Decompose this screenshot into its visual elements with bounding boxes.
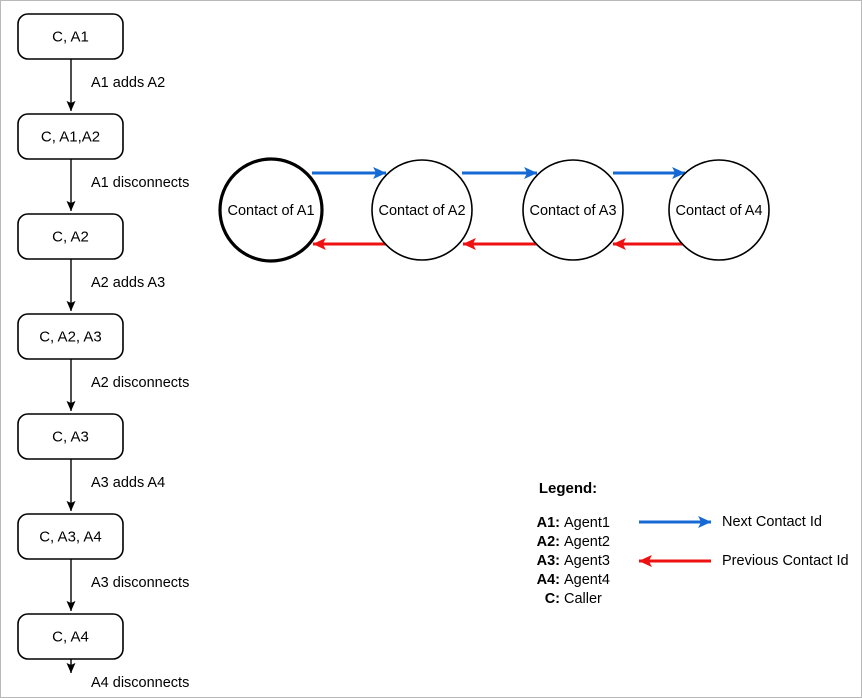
legend-entry-value: Agent1 [564,515,610,531]
state-box-label: C, A1,A2 [41,128,100,145]
contact-node[interactable] [522,159,624,261]
legend-entry-value: Agent3 [564,553,610,569]
legend-entry-value: Caller [564,591,602,607]
state-box-label: C, A4 [52,628,89,645]
contact-chain: Contact of A1 Contact of A2 Contact of A3 C… [218,157,770,263]
state-box-label: C, A2 [52,228,89,245]
state-box-label: C, A3, A4 [39,528,102,545]
contact-node-label: Contact of A1 [227,203,314,219]
state-box-label: C, A1 [52,28,89,45]
legend-entry-value: Agent4 [564,572,610,588]
state-box[interactable] [17,513,124,560]
contact-node-label: Contact of A2 [378,203,465,219]
flow-edge-label: A2 adds A3 [91,275,165,291]
contact-node[interactable] [218,157,324,263]
legend-title: Legend: [539,480,597,497]
contact-node-label: Contact of A4 [675,203,762,219]
contact-node[interactable] [668,159,770,261]
flow-edge-label: A2 disconnects [91,375,189,391]
state-flowchart: A1 adds A2 A1 disconnects A2 adds A3 A2 dis… [17,13,189,691]
state-box[interactable] [17,313,124,360]
state-box[interactable] [17,213,124,260]
state-box-label: C, A2, A3 [39,328,102,345]
flow-edge-label: A4 disconnects [91,675,189,691]
state-box[interactable] [17,113,124,160]
flow-edge-label: A1 adds A2 [91,75,165,91]
legend-entry-key: A1: [537,515,560,531]
legend-arrow-label: Previous Contact Id [722,553,849,569]
state-box[interactable] [17,413,124,460]
flow-edge-label: A3 disconnects [91,575,189,591]
state-box-label: C, A3 [52,428,89,445]
flow-edge-label: A3 adds A4 [91,475,165,491]
legend-entry-key: A4: [537,572,560,588]
contact-node-label: Contact of A3 [529,203,616,219]
legend-entry-value: Agent2 [564,534,610,550]
legend-entry-key: A3: [537,553,560,569]
legend-entry-key: A2: [537,534,560,550]
contact-node[interactable] [371,159,473,261]
legend-block: Legend: A1:Agent1A2:Agent2A3:Agent3A4:Age… [537,480,849,607]
legend-arrow-label: Next Contact Id [722,514,822,530]
state-box[interactable] [17,613,124,660]
flow-edge-label: A1 disconnects [91,175,189,191]
legend-entry-key: C: [545,591,560,607]
state-box[interactable] [17,13,124,60]
